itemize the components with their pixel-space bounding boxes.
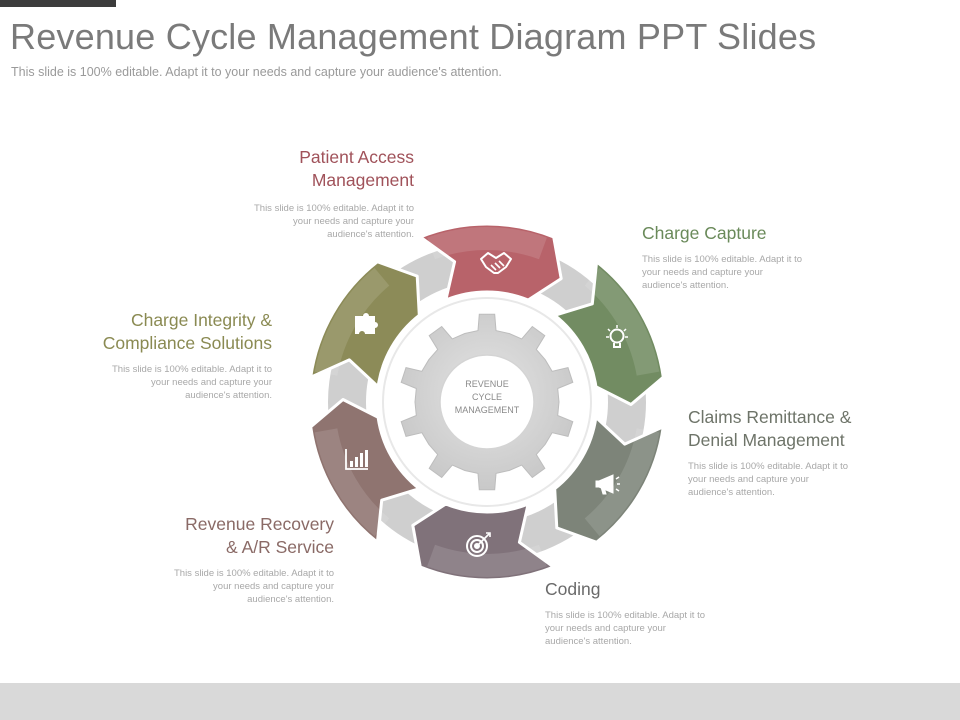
- label-patient-access: Patient Access Management This slide is …: [194, 146, 414, 241]
- label-description: This slide is 100% editable. Adapt it to…: [642, 254, 803, 291]
- label-description: This slide is 100% editable. Adapt it to…: [253, 203, 414, 240]
- slide-subtitle: This slide is 100% editable. Adapt it to…: [11, 65, 502, 79]
- center-label-line2: CYCLE: [472, 392, 502, 402]
- label-charge-capture: Charge Capture This slide is 100% editab…: [642, 222, 862, 292]
- label-title: Revenue Recovery & A/R Service: [185, 514, 334, 557]
- center-label-line1: REVENUE: [465, 379, 509, 389]
- slide-footer-bar: [0, 683, 960, 720]
- label-title: Charge Capture: [642, 223, 767, 243]
- inner-disc-rim: [382, 297, 592, 507]
- slide-title: Revenue Cycle Management Diagram PPT Sli…: [10, 16, 817, 57]
- segments-layer: [309, 222, 665, 582]
- segment-highlight: [584, 428, 660, 537]
- label-description: This slide is 100% editable. Adapt it to…: [545, 610, 706, 647]
- cycle-segment-coding: [411, 502, 556, 582]
- title-accent-bar: [0, 0, 116, 7]
- label-coding: Coding This slide is 100% editable. Adap…: [545, 578, 765, 648]
- label-revenue-recovery: Revenue Recovery & A/R Service This slid…: [114, 513, 334, 606]
- bar-chart-icon: [345, 449, 368, 470]
- segment-highlight: [584, 267, 660, 376]
- megaphone-icon: [595, 474, 620, 495]
- label-title: Charge Integrity & Compliance Solutions: [102, 310, 272, 353]
- cycle-segment-patient-access: [418, 222, 563, 302]
- cycle-segment-charge-capture: [553, 260, 665, 406]
- segment-shape: [309, 398, 421, 544]
- segment-highlight: [427, 227, 547, 260]
- segment-shape: [418, 222, 563, 302]
- label-description: This slide is 100% editable. Adapt it to…: [688, 461, 849, 498]
- label-title: Patient Access Management: [299, 147, 414, 190]
- label-claims-remittance: Claims Remittance & Denial Management Th…: [688, 406, 928, 499]
- label-description: This slide is 100% editable. Adapt it to…: [173, 568, 334, 605]
- label-description: This slide is 100% editable. Adapt it to…: [111, 364, 272, 401]
- segment-shape: [411, 502, 556, 582]
- target-icon: [466, 532, 491, 557]
- handshake-icon: [480, 252, 512, 274]
- lightbulb-icon: [606, 325, 628, 348]
- segment-highlight: [314, 267, 390, 376]
- cycle-segment-revenue-recovery: [309, 398, 421, 544]
- label-charge-integrity: Charge Integrity & Compliance Solutions …: [32, 309, 272, 402]
- puzzle-icon: [355, 313, 378, 334]
- label-title: Claims Remittance & Denial Management: [688, 407, 852, 450]
- label-title: Coding: [545, 579, 601, 599]
- segment-highlight: [314, 428, 390, 537]
- segment-highlight: [427, 544, 547, 577]
- gear-center: [439, 354, 535, 450]
- segment-shape: [553, 260, 665, 406]
- center-label-line3: MANAGEMENT: [455, 405, 520, 415]
